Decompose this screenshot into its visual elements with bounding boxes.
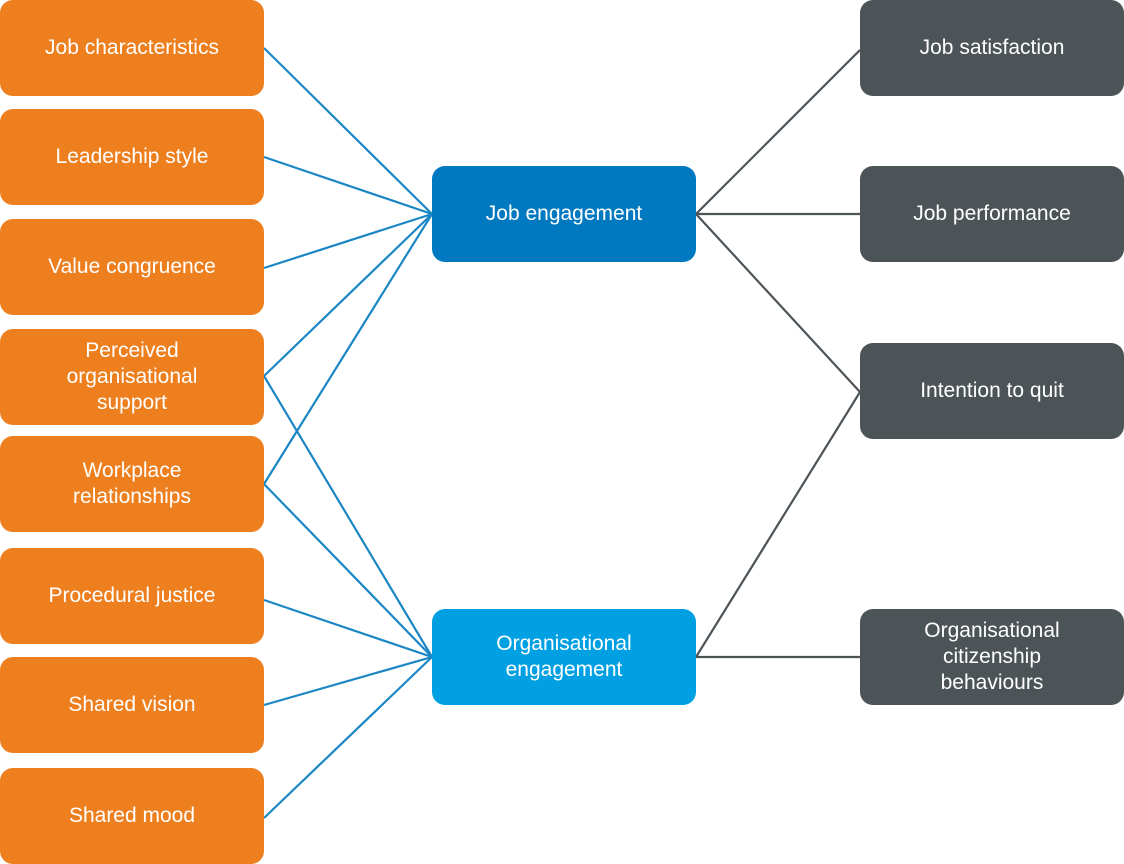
link-workplace-relationships-to-org-engagement [263, 483, 433, 658]
link-job-engagement-to-intention-to-quit [695, 213, 861, 393]
driver-label: Shared vision [68, 693, 196, 716]
driver-label: Job characteristics [45, 36, 219, 59]
link-perceived-support-to-org-engagement [263, 375, 433, 658]
driver-box-shared-mood: Shared mood [0, 768, 264, 864]
link-shared-vision-to-org-engagement [263, 655, 433, 707]
driver-label: Perceived organisational support [66, 339, 198, 414]
link-org-engagement-to-intention-to-quit [695, 391, 861, 658]
outcome-box-organisational-citizenship-behaviours: Organisational citizenship behaviours [860, 609, 1124, 705]
outcome-label: Organisational citizenship behaviours [924, 619, 1060, 694]
outcome-label: Intention to quit [920, 379, 1064, 402]
outcome-box-intention-to-quit: Intention to quit [860, 343, 1124, 439]
driver-box-value-congruence: Value congruence [0, 219, 264, 315]
link-value-congruence-to-job-engagement [263, 212, 433, 270]
driver-box-leadership-style: Leadership style [0, 109, 264, 205]
link-workplace-relationships-to-job-engagement [263, 213, 433, 485]
driver-box-workplace-relationships: Workplace relationships [0, 436, 264, 532]
link-job-characteristics-to-job-engagement [263, 47, 433, 215]
driver-label: Procedural justice [48, 584, 216, 607]
driver-label: Value congruence [48, 255, 216, 278]
outcome-box-job-satisfaction: Job satisfaction [860, 0, 1124, 96]
engagement-label: Job engagement [485, 202, 643, 225]
driver-box-shared-vision: Shared vision [0, 657, 264, 753]
driver-label: Workplace relationships [73, 459, 191, 508]
outcome-box-job-performance: Job performance [860, 166, 1124, 262]
driver-box-perceived-organisational-support: Perceived organisational support [0, 329, 264, 425]
driver-label: Shared mood [68, 804, 196, 827]
outcome-label: Job satisfaction [919, 36, 1065, 59]
driver-box-job-characteristics: Job characteristics [0, 0, 264, 96]
link-leadership-style-to-job-engagement [263, 155, 433, 216]
link-perceived-support-to-job-engagement [263, 213, 433, 377]
driver-box-procedural-justice: Procedural justice [0, 548, 264, 644]
engagement-label: Organisational engagement [496, 632, 632, 681]
link-procedural-justice-to-org-engagement [263, 598, 433, 659]
outcome-label: Job performance [913, 202, 1071, 225]
engagement-box-job: Job engagement [432, 166, 696, 262]
driver-label: Leadership style [55, 145, 209, 168]
link-job-engagement-to-job-satisfaction [695, 49, 861, 215]
engagement-box-organisational: Organisational engagement [432, 609, 696, 705]
link-shared-mood-to-org-engagement [263, 656, 433, 819]
